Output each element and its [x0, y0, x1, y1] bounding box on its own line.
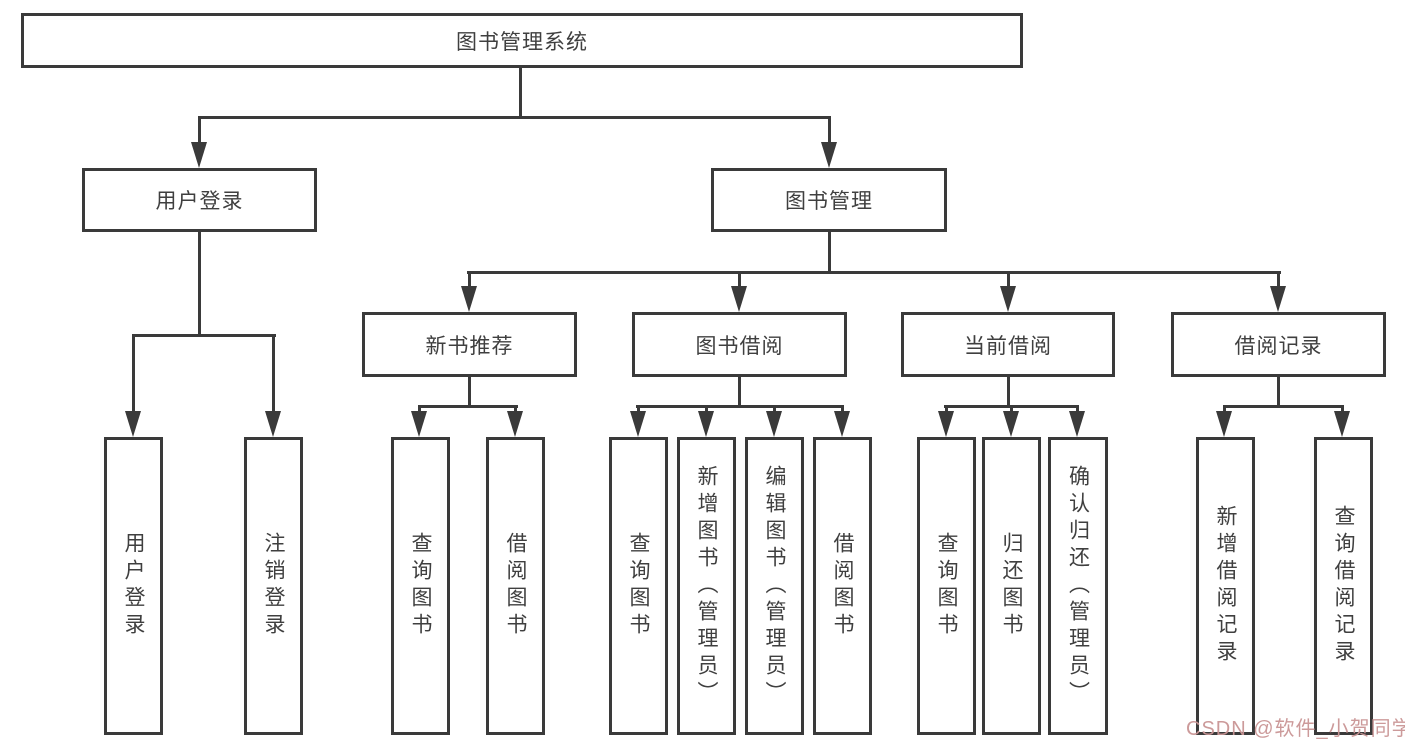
connector-stem-new-book: [468, 271, 471, 291]
arrowhead-g3-add-book: [698, 411, 714, 437]
node-book-borrow-label: 图书借阅: [695, 334, 784, 358]
connector-g3-bar: [636, 405, 843, 408]
leaf-edit-book-admin: 编辑图书（管理员）: [745, 437, 804, 735]
leaf-user-login-label: 用户登录: [122, 532, 145, 640]
leaf-add-borrow-record-label: 新增借阅记录: [1214, 505, 1237, 667]
connector-user-login-stem: [198, 232, 201, 336]
connector-level1-bar: [198, 116, 831, 119]
leaf-logout: 注销登录: [244, 437, 303, 735]
node-book-management: 图书管理: [711, 168, 947, 232]
connector-stem-user-login: [198, 116, 201, 146]
connector-root-stem: [519, 68, 522, 118]
arrowhead-book-borrow: [731, 286, 747, 312]
arrowhead-g5-add-record: [1216, 411, 1232, 437]
arrowhead-book-management: [821, 142, 837, 168]
leaf-query-book-current: 查询图书: [917, 437, 976, 735]
connector-stem-book-borrow: [738, 271, 741, 291]
arrowhead-g4-confirm-return: [1069, 411, 1085, 437]
leaf-query-borrow-record: 查询借阅记录: [1314, 437, 1373, 735]
leaf-borrow-book-recommend: 借阅图书: [486, 437, 545, 735]
leaf-query-book-recommend: 查询图书: [391, 437, 450, 735]
leaf-return-book: 归还图书: [982, 437, 1041, 735]
leaf-borrow-book-recommend-label: 借阅图书: [504, 532, 527, 640]
leaf-return-book-label: 归还图书: [1000, 532, 1023, 640]
arrowhead-leaf-logout: [265, 411, 281, 437]
connector-g3-stem: [738, 377, 741, 407]
arrowhead-user-login: [191, 142, 207, 168]
connector-g5-stem-2: [1341, 405, 1344, 415]
connector-stem-leaf-user-login: [132, 334, 135, 414]
node-book-borrow: 图书借阅: [632, 312, 847, 377]
arrowhead-new-book: [461, 286, 477, 312]
connector-level3-bar: [467, 271, 1281, 274]
connector-g4-stem-1: [945, 405, 948, 415]
connector-g2-stem-2: [514, 405, 517, 415]
leaf-add-book-admin-label: 新增图书（管理员）: [695, 464, 718, 708]
connector-stem-borrow-record: [1277, 271, 1280, 291]
connector-g5-stem-1: [1223, 405, 1226, 415]
leaf-confirm-return-admin-label: 确认归还（管理员）: [1066, 464, 1090, 708]
leaf-confirm-return-admin: 确认归还（管理员）: [1048, 437, 1108, 735]
arrowhead-g3-borrow-book: [834, 411, 850, 437]
connector-g3-stem-3: [773, 405, 776, 415]
csdn-watermark: CSDN @软件_小贺同学: [1186, 718, 1405, 740]
connector-g4-stem: [1007, 377, 1010, 407]
connector-g2-stem: [468, 377, 471, 407]
leaf-query-book-current-label: 查询图书: [935, 532, 958, 640]
leaf-query-book-recommend-label: 查询图书: [409, 532, 432, 640]
arrowhead-g4-return-book: [1003, 411, 1019, 437]
node-book-management-label: 图书管理: [785, 190, 873, 213]
arrowhead-g2-borrow-book: [507, 411, 523, 437]
node-root-library-system: 图书管理系统: [21, 13, 1023, 68]
node-current-borrow: 当前借阅: [901, 312, 1115, 377]
leaf-logout-label: 注销登录: [262, 532, 285, 640]
node-root-label: 图书管理系统: [456, 30, 588, 54]
node-current-borrow-label: 当前借阅: [964, 334, 1052, 358]
leaf-edit-book-admin-label: 编辑图书（管理员）: [763, 464, 786, 708]
leaf-add-book-admin: 新增图书（管理员）: [677, 437, 736, 735]
connector-stem-current-borrow: [1007, 271, 1010, 291]
arrowhead-g5-query-record: [1334, 411, 1350, 437]
arrowhead-current-borrow: [1000, 286, 1016, 312]
connector-g3-stem-2: [705, 405, 708, 415]
connector-stem-book-management: [828, 116, 831, 146]
node-user-login-label: 用户登录: [155, 190, 244, 213]
leaf-borrow-book: 借阅图书: [813, 437, 872, 735]
node-borrow-record: 借阅记录: [1171, 312, 1386, 377]
connector-g4-stem-3: [1076, 405, 1079, 415]
node-new-book-recommend: 新书推荐: [362, 312, 577, 377]
arrowhead-g4-query-book: [938, 411, 954, 437]
connector-g4-stem-2: [1010, 405, 1013, 415]
leaf-query-book-borrow-label: 查询图书: [627, 532, 650, 640]
connector-g5-bar: [1223, 405, 1344, 408]
leaf-query-book-borrow: 查询图书: [609, 437, 668, 735]
arrowhead-borrow-record: [1270, 286, 1286, 312]
leaf-add-borrow-record: 新增借阅记录: [1196, 437, 1255, 735]
leaf-query-borrow-record-label: 查询借阅记录: [1332, 505, 1355, 667]
arrowhead-g3-edit-book: [766, 411, 782, 437]
connector-g5-stem: [1277, 377, 1280, 407]
connector-g3-stem-4: [841, 405, 844, 415]
connector-stem-leaf-logout: [272, 334, 275, 414]
connector-book-management-stem: [828, 232, 831, 273]
connector-user-login-bar: [132, 334, 276, 337]
connector-g2-stem-1: [418, 405, 421, 415]
node-user-login: 用户登录: [82, 168, 317, 232]
node-new-book-recommend-label: 新书推荐: [425, 334, 514, 358]
leaf-user-login: 用户登录: [104, 437, 163, 735]
connector-g2-bar: [418, 405, 518, 408]
arrowhead-g3-query-book: [630, 411, 646, 437]
arrowhead-g2-query-book: [411, 411, 427, 437]
connector-g3-stem-1: [637, 405, 640, 415]
leaf-borrow-book-label: 借阅图书: [831, 532, 854, 640]
arrowhead-leaf-user-login: [125, 411, 141, 437]
node-borrow-record-label: 借阅记录: [1234, 334, 1323, 358]
